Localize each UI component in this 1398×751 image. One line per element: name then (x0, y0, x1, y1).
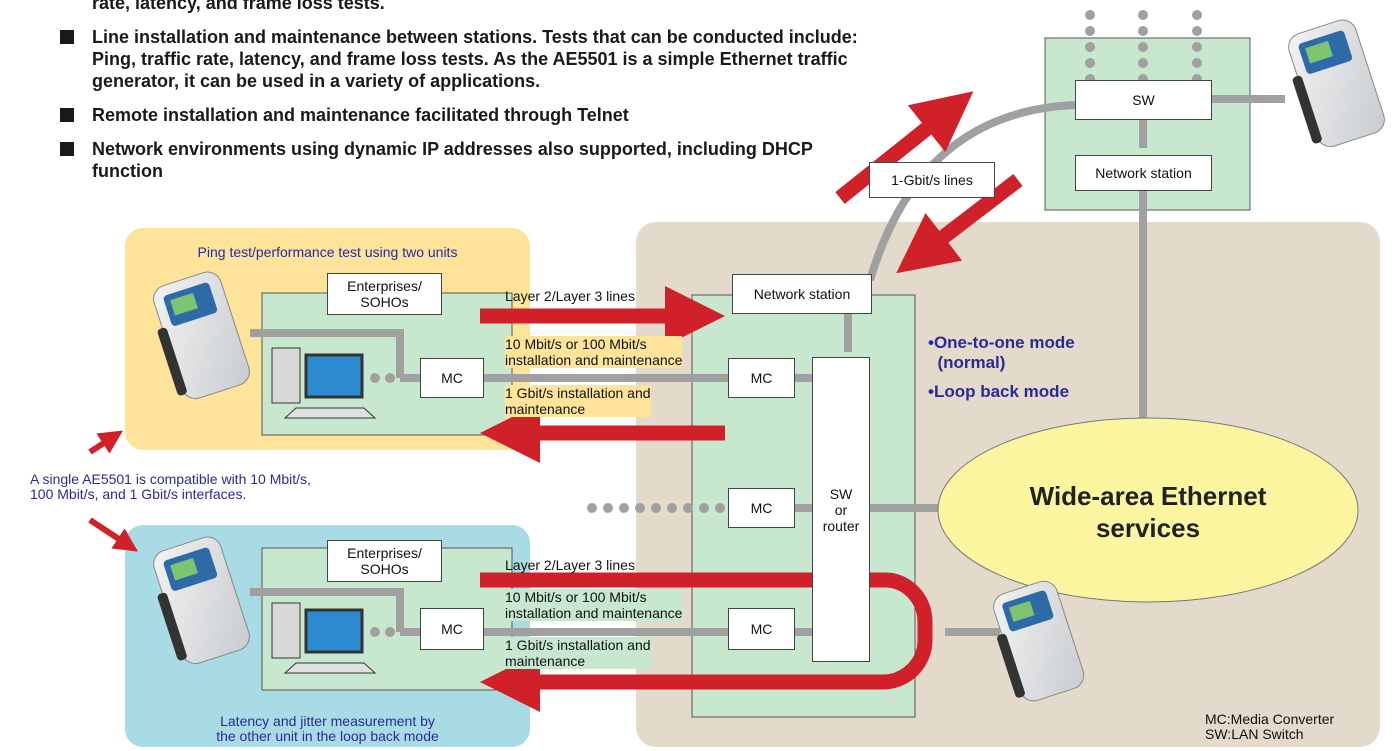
sw-router-box: SW or router (812, 357, 870, 662)
traffic-arrows (88, 91, 1023, 712)
bullet-square-icon (60, 108, 74, 122)
legend-sw: SW:LAN Switch (1205, 726, 1304, 742)
wan-cloud (937, 417, 1359, 603)
handheld-tester-icon (993, 580, 1085, 702)
remote-network-station-box: Network station (1075, 155, 1212, 191)
pc-icon (271, 347, 377, 419)
bullet-list: rate, latency, and frame loss tests. Lin… (60, 0, 860, 194)
ping-test-title: Ping test/performance test using two uni… (197, 244, 458, 260)
speed-1g-label: 1 Gbit/s installation and maintenance (505, 385, 651, 417)
handheld-tester-icon (1288, 19, 1385, 148)
speed-10-100-label: 10 Mbit/s or 100 Mbit/s installation and… (505, 589, 683, 621)
loopback-title: Latency and jitter measurement by the ot… (216, 713, 439, 744)
bullet-square-icon (60, 142, 74, 156)
mc-box: MC (728, 358, 795, 398)
layer-lines-label: Layer 2/Layer 3 lines (505, 557, 635, 573)
bullet-item-continued: rate, latency, and frame loss tests. (92, 0, 385, 13)
mc-box: MC (728, 488, 795, 528)
dotted-links (370, 10, 1202, 637)
bullet-square-icon (60, 30, 74, 44)
enterprise-box: Enterprises/ SOHOs (327, 273, 442, 315)
remote-sw-box: SW (1075, 80, 1212, 120)
handheld-tester-icon (153, 536, 250, 665)
layer-lines-label: Layer 2/Layer 3 lines (505, 288, 635, 304)
wan-label: Wide-area Ethernet services (1029, 481, 1267, 543)
gigabit-lines-label: 1-Gbit/s lines (869, 162, 995, 198)
bullet-item: Network environments using dynamic IP ad… (60, 138, 860, 182)
mc-box: MC (420, 358, 484, 398)
mode-loop-back: •Loop back mode (928, 382, 1070, 401)
bullet-item: Remote installation and maintenance faci… (60, 104, 860, 126)
mode-one-to-one: •One-to-one mode (normal) (928, 333, 1075, 372)
bullet-item: Line installation and maintenance betwee… (60, 26, 860, 92)
enterprise-box: Enterprises/ SOHOs (327, 540, 442, 582)
pc-icon (271, 602, 377, 674)
mc-box: MC (728, 608, 795, 650)
compatibility-note: A single AE5501 is compatible with 10 Mb… (30, 471, 311, 502)
speed-1g-label: 1 Gbit/s installation and maintenance (505, 637, 651, 669)
mc-box: MC (420, 608, 484, 650)
network-station-box: Network station (732, 274, 872, 314)
legend-mc: MC:Media Converter (1205, 711, 1335, 727)
speed-10-100-label: 10 Mbit/s or 100 Mbit/s installation and… (505, 336, 683, 368)
handheld-tester-icon (153, 271, 250, 400)
